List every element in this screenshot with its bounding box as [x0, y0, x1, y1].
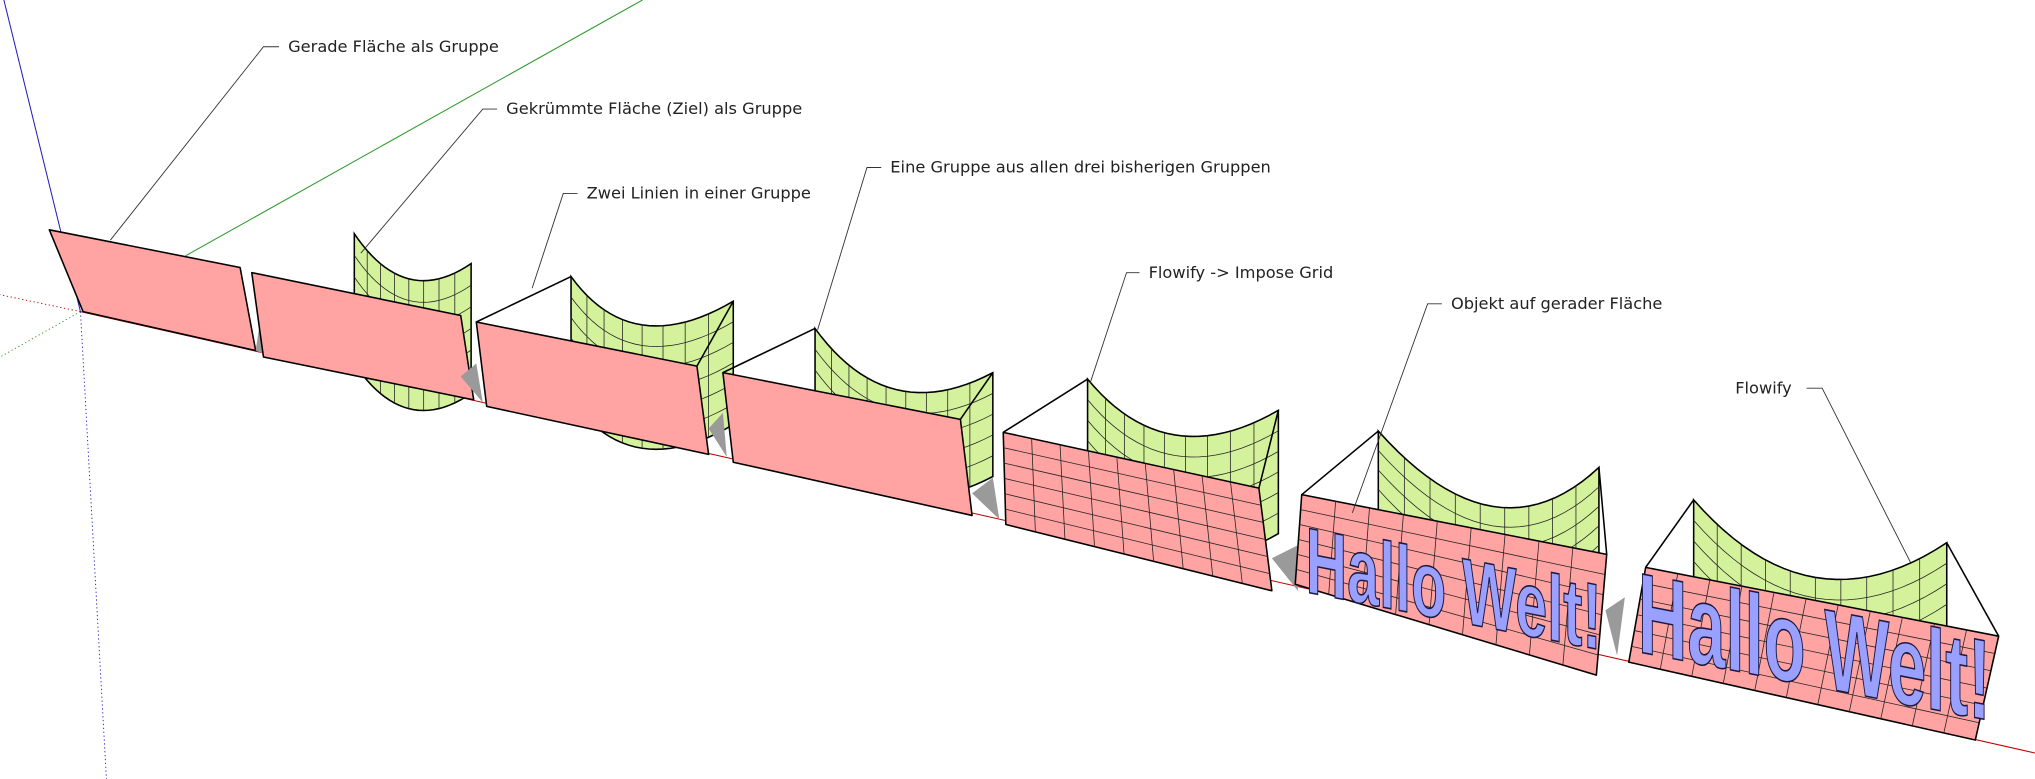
leader-7: [1806, 387, 1911, 563]
guide-line: [722, 327, 816, 374]
panel-grid-line: [1634, 630, 1984, 706]
label-eine-gruppe: Eine Gruppe aus allen drei bisherigen Gr…: [890, 158, 1271, 177]
guide-line: [475, 275, 572, 323]
panel-grid-line: [1642, 582, 1995, 654]
flat-panel-3: [475, 321, 710, 456]
label-gerade-flaeche: Gerade Fläche als Gruppe: [288, 37, 499, 56]
callouts: Gerade Fläche als Gruppe Gekrümmte Fläch…: [109, 37, 1911, 563]
guide-line: [1946, 542, 2000, 637]
guide-line: [696, 300, 734, 367]
panel-grid-line: [1296, 568, 1599, 656]
panel-grid-line: [1299, 524, 1604, 596]
shadow: [1605, 597, 1625, 656]
panel-grid-line: [1639, 598, 1991, 672]
flat-panel-4: [722, 371, 973, 517]
panel-grid-line: [1631, 645, 1980, 724]
leader-6: [1351, 303, 1442, 513]
surface-grid-line: [353, 255, 472, 303]
leader-1: [109, 46, 280, 241]
surface-grid-line: [1378, 450, 1600, 528]
leader-3: [531, 192, 578, 289]
blue-axis-negative: [80, 311, 107, 779]
label-flowify: Flowify: [1735, 378, 1792, 397]
panel-grid-line: [1005, 508, 1270, 575]
flat-panel-1: [48, 229, 257, 352]
shadow: [1271, 545, 1298, 591]
label-gekruemmte-flaeche: Gekrümmte Fläche (Ziel) als Gruppe: [506, 99, 802, 118]
panel-grid-line: [1003, 447, 1262, 506]
panel-grid-line: [1297, 554, 1600, 636]
guide-line: [1598, 467, 1608, 555]
leader-4: [817, 167, 882, 330]
surface-grid-line: [1087, 399, 1279, 458]
text-panel-2: [1628, 566, 2000, 741]
text-panel-1: [1294, 493, 1608, 676]
label-impose-grid: Flowify -> Impose Grid: [1149, 263, 1334, 282]
green-axis-negative: [0, 311, 81, 358]
shadow: [708, 412, 727, 458]
label-objekt: Objekt auf gerader Fläche: [1451, 294, 1662, 313]
panel-grid-line: [1637, 614, 1988, 689]
leader-5: [1089, 272, 1140, 384]
panel-grid-line: [1004, 493, 1268, 557]
flat-panel-2: [251, 271, 475, 401]
shadow: [460, 363, 483, 403]
guide-line: [1645, 499, 1695, 568]
panel-grid-line: [1004, 478, 1266, 540]
panel-grid-line: [1298, 539, 1602, 616]
green-axis: [185, 0, 643, 257]
shadow: [972, 477, 1000, 520]
panel-grid-line: [1004, 462, 1264, 523]
model-objects: Hallo Welt!Hallo Welt!Hallo Welt!: [48, 229, 2000, 746]
red-axis-negative: [0, 294, 81, 313]
guide-line: [1002, 378, 1088, 434]
leader-2: [360, 108, 498, 254]
panel-grid-line: [1300, 509, 1606, 575]
surface-grid-line: [570, 296, 734, 347]
guide-line: [1301, 430, 1379, 496]
label-zwei-linien: Zwei Linien in einer Gruppe: [587, 184, 811, 203]
guide-line: [959, 372, 994, 420]
guide-line: [1258, 410, 1280, 489]
surface-grid-line: [1693, 520, 1947, 601]
